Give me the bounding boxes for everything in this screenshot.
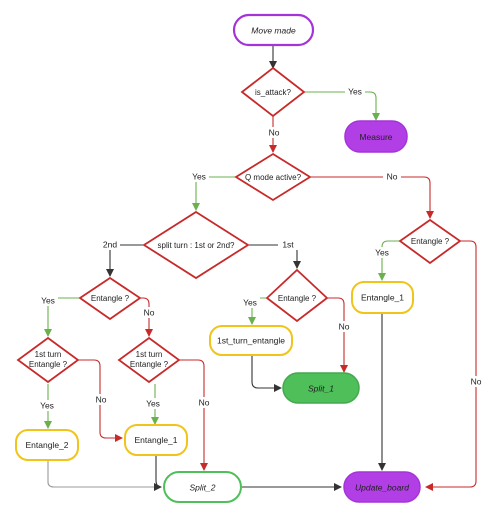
- node-move-made-label: Move made: [251, 26, 296, 36]
- node-q-mode-active[interactable]: [234, 152, 312, 202]
- label-yes-1stturn-mid: Yes: [146, 399, 160, 409]
- node-q-mode-active-label: Q mode active?: [245, 173, 302, 182]
- node-entangle-2nd-label: Entangle ?: [91, 294, 130, 303]
- node-entangle-1-mid[interactable]: [124, 424, 188, 456]
- node-1st-turn-mid-line1: 1st turn: [136, 350, 163, 359]
- nodes: Move made is_attack? Measure Q mode acti…: [15, 13, 462, 503]
- node-1st-turn-entangle-label: 1st_turn_entangle: [217, 336, 285, 346]
- node-split-1[interactable]: [282, 372, 360, 404]
- node-entangle-1-mid-label: Entangle_1: [134, 435, 177, 445]
- label-yes-entangle-right: Yes: [375, 248, 389, 258]
- node-1st-turn-left-line2: Entangle ?: [29, 360, 68, 369]
- node-entangle-1st[interactable]: [265, 268, 329, 323]
- edge-entangle2-split2: [47, 460, 162, 491]
- label-no-attack: No: [269, 128, 280, 138]
- node-is-attack-label: is_attack?: [255, 88, 292, 97]
- edge-entangle2nd-no: [140, 297, 153, 337]
- node-1st-turn-mid-line2: Entangle ?: [130, 360, 169, 369]
- label-yes-qmode: Yes: [192, 172, 206, 182]
- label-no-entangle-right: No: [471, 377, 482, 387]
- edge-entangle1mid-split2: [155, 455, 162, 488]
- node-split-turn[interactable]: [142, 210, 250, 280]
- node-update-board-label: Update_board: [355, 483, 409, 493]
- node-entangle-right-label: Entangle ?: [411, 237, 450, 246]
- node-split-turn-label: split turn : 1st or 2nd?: [158, 241, 235, 250]
- label-yes-attack: Yes: [348, 87, 362, 97]
- node-1st-turn-entangle-q-mid[interactable]: [117, 336, 181, 384]
- label-no-entangle-1st: No: [339, 322, 350, 332]
- node-1st-turn-entangle-q-left[interactable]: [16, 336, 80, 384]
- node-entangle-right[interactable]: [398, 218, 462, 265]
- node-entangle-1-right-label: Entangle_1: [361, 293, 404, 303]
- node-split-1-label: Split_1: [308, 384, 334, 394]
- edge-qmode-no-entangle: [309, 176, 434, 219]
- edge-1stturnentangle-split1: [251, 356, 282, 392]
- node-1st-turn-left-line1: 1st turn: [35, 350, 62, 359]
- node-entangle-1st-label: Entangle ?: [278, 294, 317, 303]
- edge-attack-yes-measure: [304, 91, 380, 121]
- node-entangle-1-right[interactable]: [351, 281, 414, 314]
- node-entangle-2nd[interactable]: [78, 276, 142, 321]
- edges: [44, 46, 477, 491]
- label-no-1stturn-mid: No: [199, 398, 210, 408]
- node-measure-label: Measure: [359, 132, 392, 142]
- node-measure[interactable]: [344, 120, 408, 153]
- label-no-entangle-2nd: No: [144, 308, 155, 318]
- node-1st-turn-entangle[interactable]: [209, 325, 293, 356]
- node-split-2-label: Split_2: [190, 483, 216, 493]
- label-2nd: 2nd: [103, 240, 117, 250]
- label-yes-1stturn-left: Yes: [40, 401, 54, 411]
- edge-1stturn-mid-no: [179, 359, 208, 471]
- node-entangle-2[interactable]: [15, 429, 79, 461]
- node-entangle-2-label: Entangle_2: [25, 440, 68, 450]
- label-yes-entangle-1st: Yes: [243, 298, 257, 308]
- edge-labels: Yes No Yes No 2nd 1st Yes No Yes No Yes …: [37, 86, 485, 411]
- edge-entangle1st-no: [327, 297, 348, 373]
- node-move-made[interactable]: [232, 13, 315, 47]
- label-no-qmode: No: [387, 172, 398, 182]
- edge-entangle-right-no: [425, 240, 477, 491]
- node-split-2[interactable]: [163, 471, 242, 503]
- node-is-attack[interactable]: [240, 66, 306, 118]
- node-update-board[interactable]: [343, 471, 421, 503]
- edge-entangle-right-yes: [378, 240, 400, 281]
- label-no-1stturn-left: No: [96, 395, 107, 405]
- label-1st: 1st: [282, 240, 294, 250]
- label-yes-entangle-2nd: Yes: [41, 296, 55, 306]
